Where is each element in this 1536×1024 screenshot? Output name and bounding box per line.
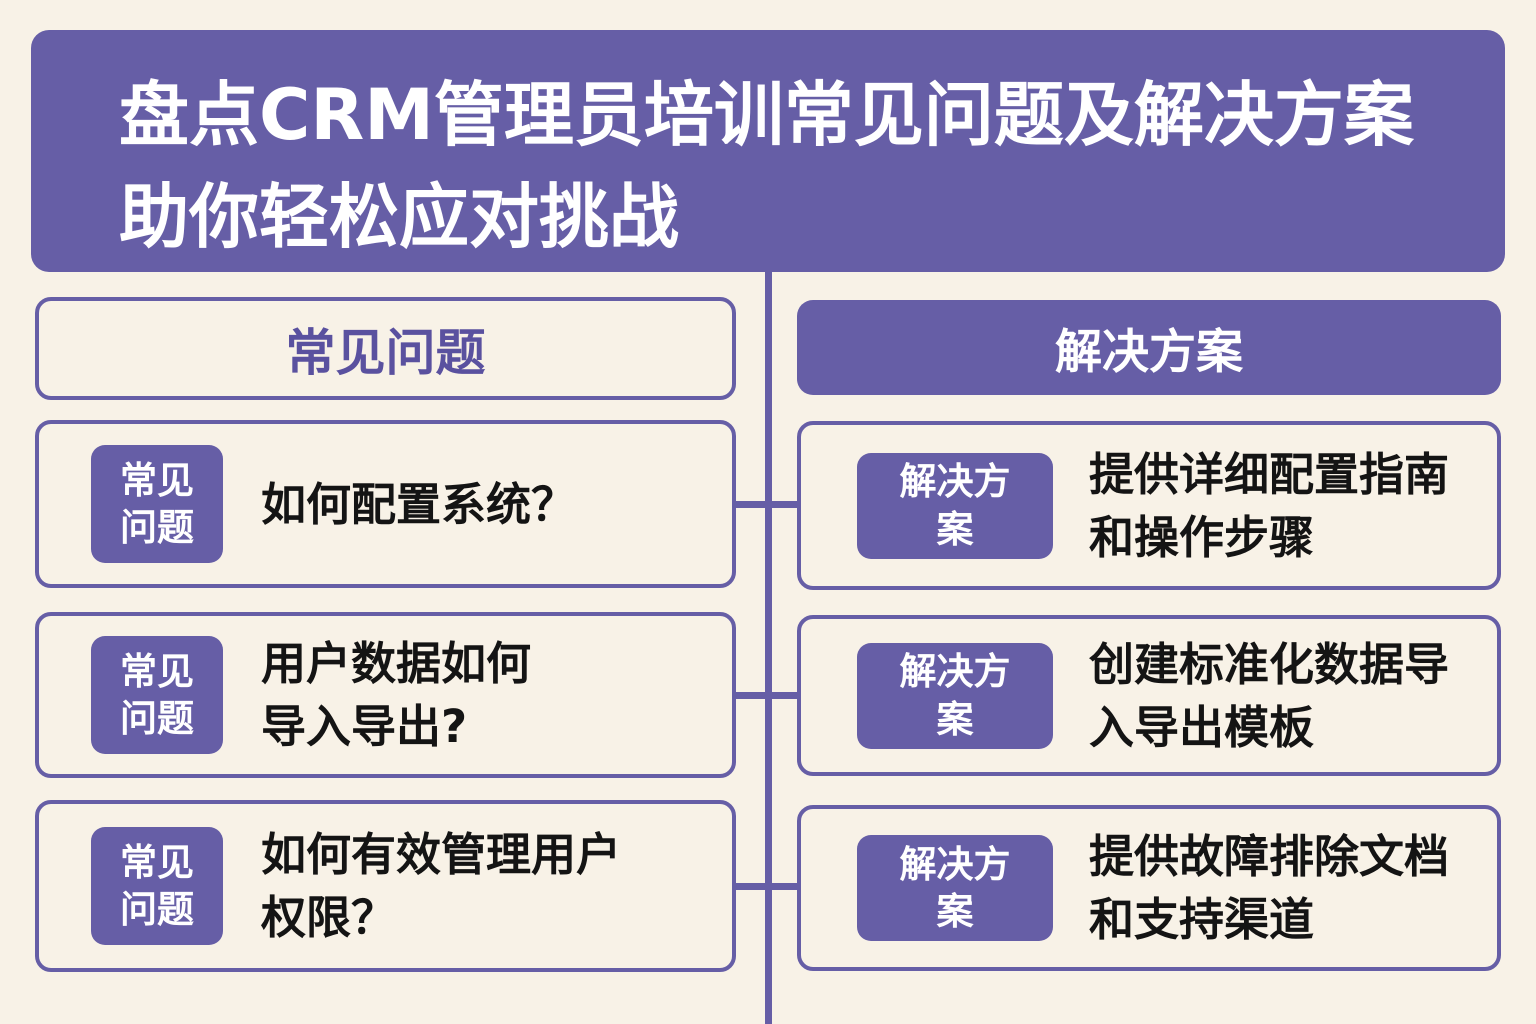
solution-card-2: 解决方 案 创建标准化数据导 入导出模板 — [797, 615, 1501, 776]
solution-text-3: 提供故障排除文档 和支持渠道 — [1089, 830, 1450, 946]
solutions-column-header: 解决方案 — [797, 300, 1501, 395]
solution-card-3: 解决方 案 提供故障排除文档 和支持渠道 — [797, 805, 1501, 971]
question-text-3: 如何有效管理用户 权限？ — [261, 828, 622, 944]
question-text-1: 如何配置系统？ — [261, 477, 577, 531]
banner-title-line2: 助你轻松应对挑战 — [119, 176, 679, 259]
question-card-2: 常见 问题 用户数据如何 导入导出? — [35, 612, 736, 778]
questions-column-header: 常见问题 — [35, 297, 736, 400]
solution-badge-1: 解决方 案 — [857, 452, 1053, 559]
banner-title-line1: 盘点CRM管理员培训常见问题及解决方案 — [119, 74, 1414, 156]
connector-line-row3 — [736, 883, 797, 890]
connector-line-row1 — [736, 501, 797, 508]
question-card-3: 常见 问题 如何有效管理用户 权限？ — [35, 800, 736, 972]
question-badge-3: 常见 问题 — [91, 827, 223, 945]
center-spine-line — [765, 272, 772, 1024]
connector-line-row2 — [736, 692, 797, 699]
solutions-header-label: 解决方案 — [1055, 325, 1243, 380]
questions-header-label: 常见问题 — [285, 323, 486, 382]
title-banner: 盘点CRM管理员培训常见问题及解决方案 助你轻松应对挑战 — [31, 30, 1505, 272]
solution-badge-3: 解决方 案 — [857, 835, 1053, 941]
solution-text-2: 创建标准化数据导 入导出模板 — [1089, 637, 1450, 754]
question-badge-2: 常见 问题 — [91, 636, 223, 754]
question-text-2: 用户数据如何 导入导出? — [261, 637, 532, 753]
question-card-1: 常见 问题 如何配置系统？ — [35, 420, 736, 588]
solution-text-1: 提供详细配置指南 和操作步骤 — [1089, 447, 1450, 564]
solution-card-1: 解决方 案 提供详细配置指南 和操作步骤 — [797, 421, 1501, 590]
question-badge-1: 常见 问题 — [91, 445, 223, 563]
solution-badge-2: 解决方 案 — [857, 642, 1053, 749]
